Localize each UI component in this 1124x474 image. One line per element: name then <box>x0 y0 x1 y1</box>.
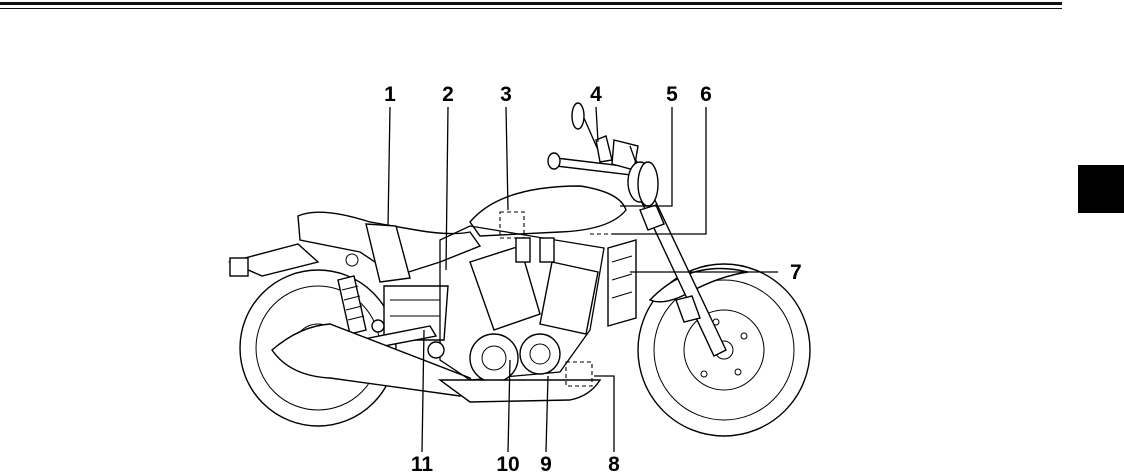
callout-10: 10 <box>496 453 519 474</box>
callout-11: 11 <box>411 453 434 474</box>
callout-9: 9 <box>540 453 552 474</box>
callout-6: 6 <box>700 83 712 106</box>
callout-4: 4 <box>590 83 602 106</box>
tail-section <box>230 244 358 276</box>
leader-1 <box>388 107 390 226</box>
headlight <box>638 162 658 206</box>
tank-cover <box>470 186 626 236</box>
callout-3: 3 <box>500 83 512 106</box>
leader-8 <box>594 376 614 452</box>
leader-4 <box>596 107 598 142</box>
callout-1: 1 <box>384 83 396 106</box>
callout-7: 7 <box>790 261 802 284</box>
callout-8: 8 <box>608 453 620 474</box>
leader-3 <box>506 107 508 210</box>
callout-5: 5 <box>666 83 678 106</box>
callout-2: 2 <box>442 83 454 106</box>
radiator <box>608 240 636 326</box>
